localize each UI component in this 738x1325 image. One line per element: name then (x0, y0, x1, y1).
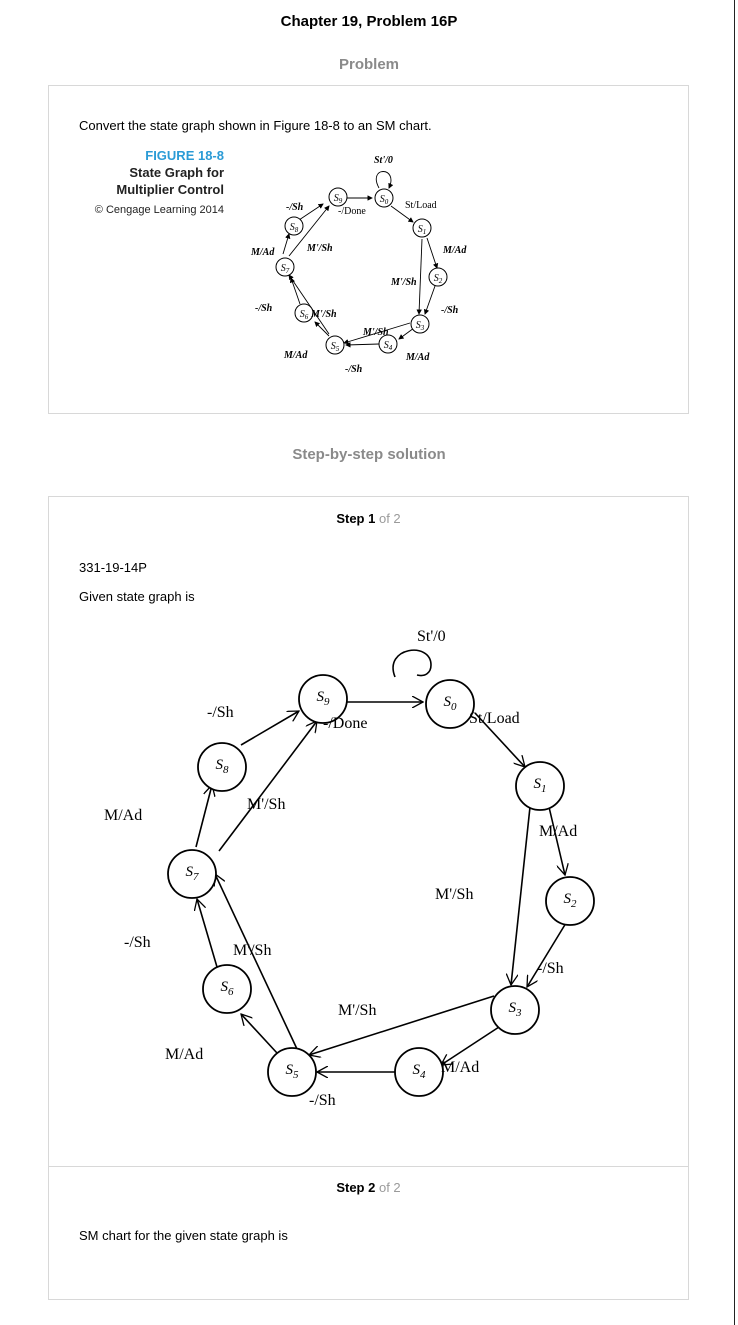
svg-text:M/Ad: M/Ad (539, 823, 577, 840)
figure-title-line1: State Graph for (129, 165, 224, 180)
step1-intro: Given state graph is (79, 589, 195, 604)
step1-of: of 2 (378, 511, 401, 526)
step1-label: Step 1 (336, 511, 376, 526)
svg-text:M/Ad: M/Ad (250, 247, 275, 258)
svg-text:St'/0: St'/0 (374, 155, 393, 166)
svg-text:-/Sh: -/Sh (207, 704, 234, 721)
svg-text:S8: S8 (290, 222, 299, 234)
svg-text:S4: S4 (384, 340, 393, 352)
problem-text: Convert the state graph shown in Figure … (79, 118, 432, 133)
svg-text:-/Sh: -/Sh (124, 934, 151, 951)
svg-text:M/Ad: M/Ad (104, 807, 142, 824)
figure-small-state-graph: S0 S1 S2 S3 S4 S5 S6 S7 S8 S9 St'/0 St/L… (250, 155, 467, 375)
svg-text:M'/Sh: M'/Sh (310, 309, 337, 320)
svg-text:S1: S1 (418, 224, 427, 236)
big-state-graph: S9 S0 S1 S2 S3 S4 S5 S6 S7 S8 St'/0 St/L… (104, 628, 595, 1107)
svg-text:M'/Sh: M'/Sh (247, 796, 285, 813)
svg-text:-/Sh: -/Sh (537, 960, 564, 977)
solution-panel: Step 1 of 2 331-19-14P Given state graph… (48, 496, 689, 1300)
svg-text:S3: S3 (416, 320, 425, 332)
svg-text:M'/Sh: M'/Sh (338, 1002, 376, 1019)
svg-text:-/Sh: -/Sh (255, 303, 273, 314)
svg-text:M'/Sh: M'/Sh (390, 277, 417, 288)
svg-text:M/Ad: M/Ad (165, 1046, 203, 1063)
svg-text:-/Done: -/Done (323, 715, 367, 732)
svg-text:M'/Sh: M'/Sh (306, 243, 333, 254)
svg-text:St/Load: St/Load (469, 710, 520, 727)
svg-text:M'/Sh: M'/Sh (435, 886, 473, 903)
figure-credit: © Cengage Learning 2014 (94, 204, 224, 216)
figure-label: FIGURE 18-8 (145, 148, 224, 163)
problem-panel: Convert the state graph shown in Figure … (48, 85, 689, 414)
svg-text:St/Load: St/Load (405, 200, 437, 211)
svg-text:M'/Sh: M'/Sh (362, 327, 389, 338)
solution-heading: Step-by-step solution (292, 446, 446, 463)
figure-title-line2: Multiplier Control (116, 182, 224, 197)
figure-caption: FIGURE 18-8 State Graph for Multiplier C… (95, 148, 224, 216)
svg-text:M'/Sh: M'/Sh (233, 942, 271, 959)
svg-text:S0: S0 (380, 194, 389, 206)
svg-text:M/Ad: M/Ad (283, 350, 308, 361)
svg-text:-/Sh: -/Sh (441, 305, 459, 316)
svg-text:-/Sh: -/Sh (345, 364, 363, 375)
svg-text:-/Sh: -/Sh (286, 202, 304, 213)
svg-text:S5: S5 (331, 341, 340, 353)
svg-text:-/Done: -/Done (338, 206, 366, 217)
svg-text:St'/0: St'/0 (417, 628, 446, 645)
step2-of: of 2 (378, 1180, 401, 1195)
svg-text:S2: S2 (434, 273, 443, 285)
svg-text:M/Ad: M/Ad (442, 245, 467, 256)
step2-label: Step 2 (336, 1180, 376, 1195)
svg-text:-/Sh: -/Sh (309, 1092, 336, 1107)
svg-text:S6: S6 (300, 309, 309, 321)
step2-text: SM chart for the given state graph is (79, 1228, 288, 1243)
page-title: Chapter 19, Problem 16P (280, 13, 458, 30)
step-divider (49, 1166, 688, 1167)
svg-text:M/Ad: M/Ad (405, 352, 430, 363)
svg-text:S7: S7 (281, 263, 290, 275)
step1-header: Step 1 of 2 (49, 511, 688, 526)
problem-heading: Problem (338, 56, 399, 73)
step1-code: 331-19-14P (79, 560, 147, 575)
step2-header: Step 2 of 2 (49, 1180, 688, 1195)
svg-text:M/Ad: M/Ad (441, 1059, 479, 1076)
svg-text:S9: S9 (334, 193, 343, 205)
